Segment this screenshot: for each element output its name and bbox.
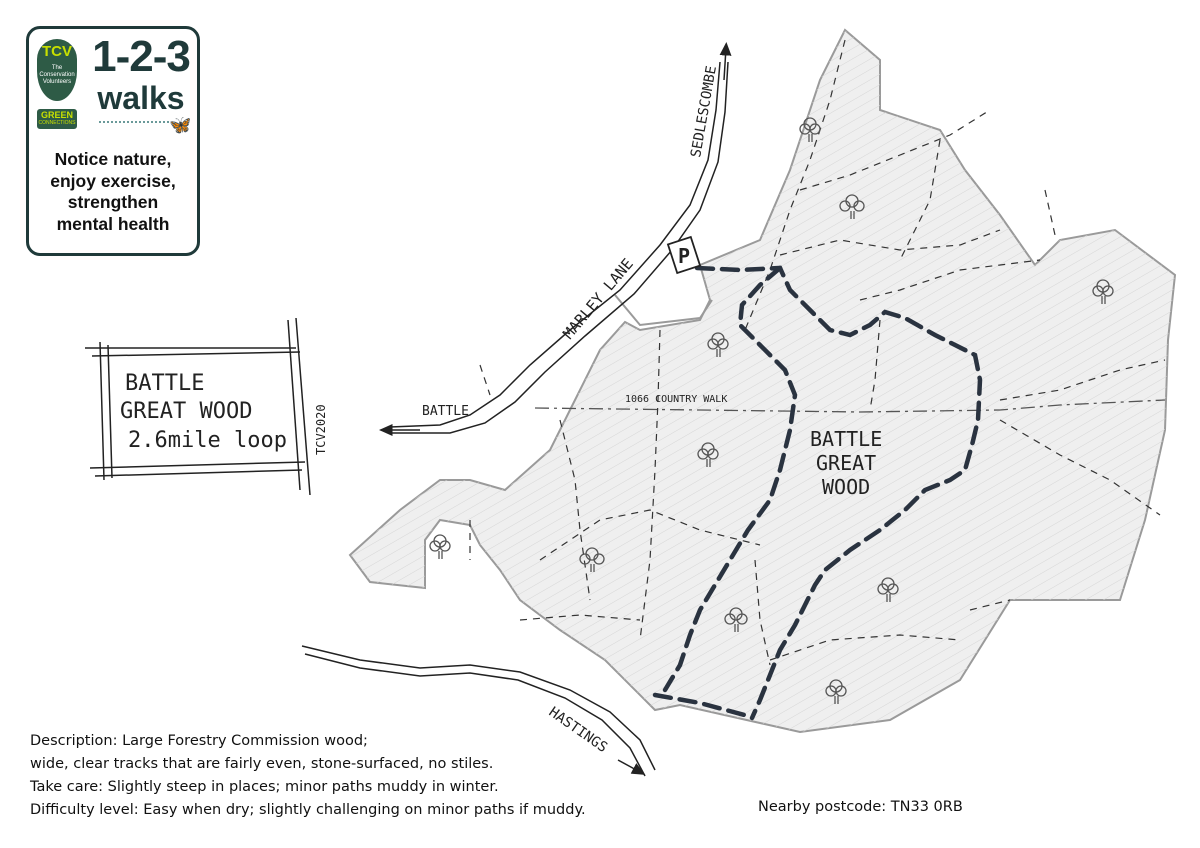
hastings-arrow-icon [617,759,646,775]
tagline-line-1: Notice nature, [54,149,172,169]
wood-name-line-1: BATTLE [810,427,882,451]
wood-name-line-3: WOOD [822,475,870,499]
description-line-2: wide, clear tracks that are fairly even,… [30,756,494,772]
credit-label: TCV2020 [314,404,328,455]
battle-label: BATTLE [422,404,469,419]
tree-icon [825,679,847,704]
walk-description: Description: Large Forestry Commission w… [30,730,730,822]
tree-icon [877,577,899,602]
title-line-2: GREAT WOOD [120,399,252,424]
brand-numbers: 1-2-3 [92,32,191,81]
description-line-3: Take care: Slightly steep in places; min… [30,779,499,795]
title-box [85,317,311,496]
butterfly-icon: 🦋 [169,115,192,136]
main-route-south [652,692,755,720]
connections-text: CONNECTIONS [38,120,76,126]
tree-icon [697,442,719,467]
tagline-line-4: mental health [56,213,170,234]
tree-icon [799,117,821,142]
tcv-logo: TCV The Conservation Volunteers [37,39,77,101]
description-line-4: Difficulty level: Easy when dry; slightl… [30,802,586,818]
tagline: Notice nature, enjoy exercise, strengthe… [33,149,193,235]
woodland-area [348,28,1177,734]
tree-icons [429,117,1114,704]
sedlescombe-arrow-icon [719,42,732,81]
field-boundary [614,294,713,327]
country-walk-path [534,399,1166,413]
marley-lane-road [389,61,729,434]
tree-icon [429,534,451,559]
title-line-1: BATTLE [125,371,204,396]
description-line-1: Description: Large Forestry Commission w… [30,733,368,749]
hastings-road [301,645,656,777]
main-route-west [662,265,798,693]
brand-word: walks [97,80,185,116]
green-connections-badge: GREEN CONNECTIONS [37,109,77,129]
tree-icon [1092,279,1114,304]
postcode: Nearby postcode: TN33 0RB [758,799,963,815]
parking-label: P [678,244,690,268]
title-line-3: 2.6mile loop [128,428,287,453]
parking-icon: P [666,235,702,275]
tagline-line-3: strengthen [67,192,159,212]
minor-paths [469,39,1166,666]
main-route [694,265,983,721]
tree-icon [839,194,865,219]
org-name: The Conservation Volunteers [39,65,75,85]
tree-icon [579,547,605,572]
tcv-text: TCV [42,43,72,60]
tagline-line-2: enjoy exercise, [50,170,176,191]
butterfly-trail [99,121,169,123]
country-walk-label: 1066 COUNTRY WALK [625,394,727,405]
wood-name-line-2: GREAT [816,451,876,475]
logo-card: TCV The Conservation Volunteers GREEN CO… [26,26,200,256]
green-text: GREEN [40,110,73,120]
tree-icon [724,607,748,632]
tree-icon [707,332,729,357]
